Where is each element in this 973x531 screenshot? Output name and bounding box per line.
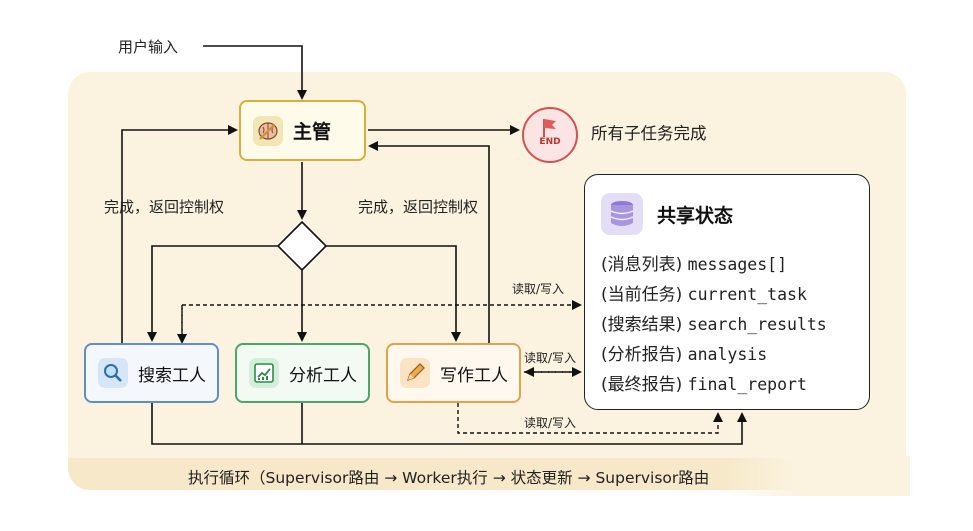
shared-state-title: 共享状态 [657,205,734,227]
supervisor-node[interactable]: 主管 [239,100,366,161]
end-badge: END [539,137,561,147]
state-field: (搜索结果) search_results [601,315,827,335]
state-field: (当前任务) current_task [601,285,807,305]
user-input-label: 用户输入 [118,38,179,56]
writer-worker-node[interactable]: 写作工人 [386,343,521,403]
supervisor-label: 主管 [293,121,332,143]
state-field: (分析报告) analysis [601,345,768,365]
analysis-worker-label: 分析工人 [289,365,357,386]
search-icon [98,358,128,388]
return-control-right-label: 完成，返回控制权 [358,198,479,216]
pencil-icon [400,358,430,388]
state-field: (最终报告) final_report [601,375,807,395]
chart-icon [249,358,279,388]
return-control-left-label: 完成，返回控制权 [104,198,225,216]
footer-caption: 执行循环（Supervisor路由 → Worker执行 → 状态更新 → Su… [188,469,710,487]
brain-icon [253,115,283,146]
read-write-label-bottom: 读取/写入 [524,416,577,430]
state-field: (消息列表) messages[] [601,255,788,275]
database-icon [601,193,643,235]
read-write-label-top: 读取/写入 [512,282,565,296]
footer-fade [720,456,910,496]
shared-state-box: 共享状态 (消息列表) messages[] (当前任务) current_ta… [584,174,870,410]
writer-worker-label: 写作工人 [440,365,508,386]
search-worker-node[interactable]: 搜索工人 [84,343,219,403]
flag-icon [543,119,556,137]
read-write-label-middle: 读取/写入 [524,351,577,365]
end-label: 所有子任务完成 [591,124,707,143]
decision-diamond [276,220,328,272]
analysis-worker-node[interactable]: 分析工人 [235,343,370,403]
end-node: END [522,107,578,163]
search-worker-label: 搜索工人 [138,365,206,386]
